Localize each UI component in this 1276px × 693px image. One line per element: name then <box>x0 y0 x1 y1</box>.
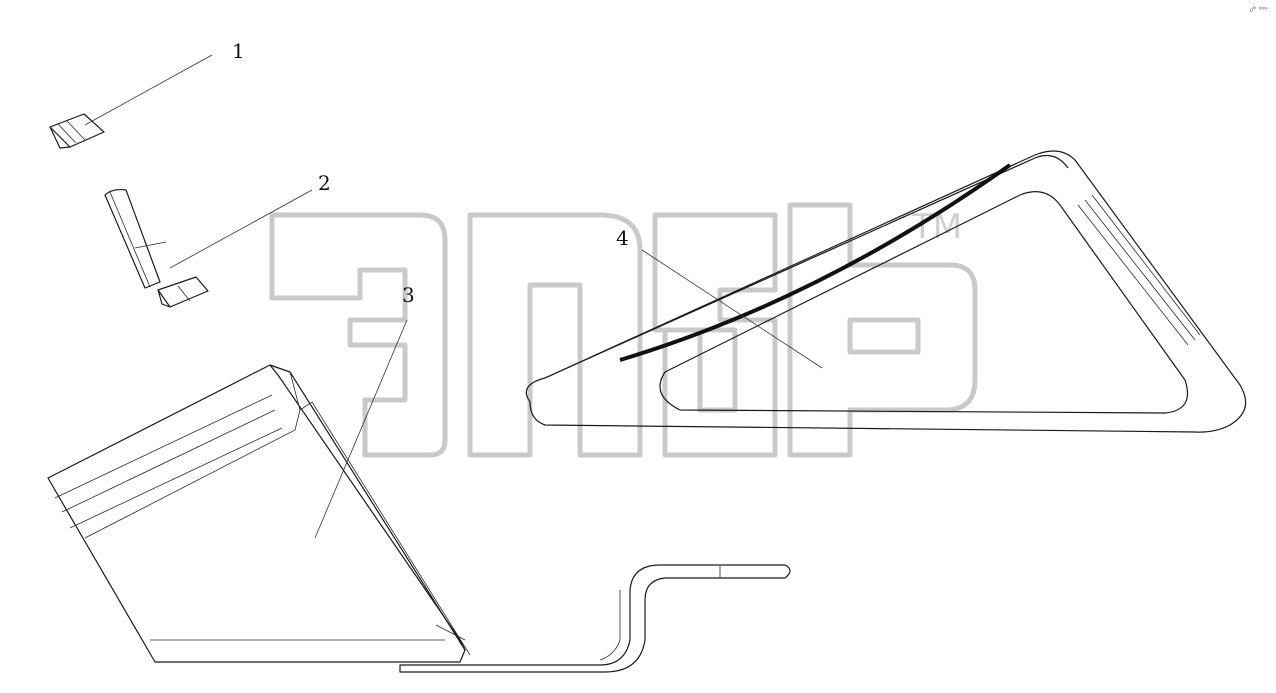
part-2-bolt <box>104 188 209 308</box>
leader-2 <box>169 189 313 269</box>
leader-3 <box>314 319 408 539</box>
leader-1 <box>84 54 213 126</box>
leader-lines <box>84 54 823 539</box>
callout-3: 3 <box>402 283 415 307</box>
part-3-plate <box>47 364 791 673</box>
part-4-bracket <box>525 150 1247 433</box>
leader-4 <box>641 249 823 369</box>
callout-2: 2 <box>318 171 331 195</box>
callout-4: 4 <box>616 226 629 250</box>
part-1-nut <box>49 113 105 149</box>
corner-mark: ₀° ⁰⁰⁰ <box>1250 6 1267 14</box>
callout-1: 1 <box>232 39 245 63</box>
